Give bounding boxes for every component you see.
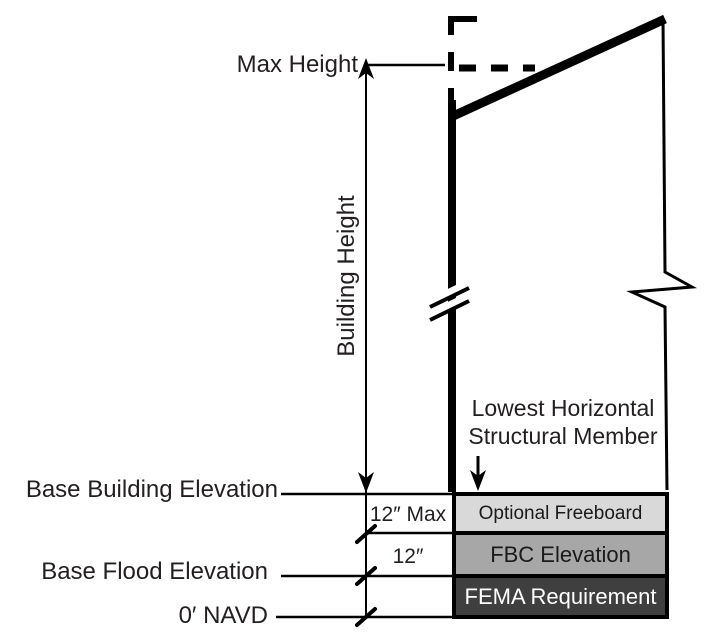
roof-line	[449, 14, 667, 122]
lowest-horizontal-member-label: Lowest Horizontal Structural Member	[468, 395, 658, 449]
fema-requirement-label: FEMA Requirement	[464, 584, 657, 609]
down-arrowhead-icon	[358, 472, 374, 493]
dimension-tick-icon-3	[355, 607, 377, 627]
wall-break-gap-2	[429, 291, 472, 318]
dimension-tick-icon-1	[355, 524, 377, 544]
dim-12in-label: 12″	[392, 545, 424, 568]
wall-break-slash-1	[429, 286, 470, 309]
optional-freeboard-box: Optional Freeboard	[452, 492, 669, 535]
base-building-elevation-label: Base Building Elevation	[25, 476, 278, 503]
optional-freeboard-label: Optional Freeboard	[478, 503, 643, 524]
dimension-tick-icon-2	[355, 566, 377, 586]
navd-datum-label: 0′ NAVD	[178, 602, 268, 629]
up-arrowhead-icon	[358, 58, 374, 79]
fbc-elevation-box: FBC Elevation	[452, 531, 669, 578]
fbc-elevation-label: FBC Elevation	[490, 542, 631, 567]
wall-break-slash-2	[429, 299, 470, 322]
building-height-label: Building Height	[333, 195, 360, 357]
dim-12in-max-label: 12″ Max	[369, 503, 447, 526]
fema-requirement-box: FEMA Requirement	[452, 574, 669, 619]
max-height-label: Max Height	[236, 51, 358, 78]
base-flood-elevation-label: Base Flood Elevation	[41, 558, 268, 585]
wall-break-gap-1	[429, 278, 472, 305]
lhsm-down-arrowhead-icon	[470, 470, 486, 491]
